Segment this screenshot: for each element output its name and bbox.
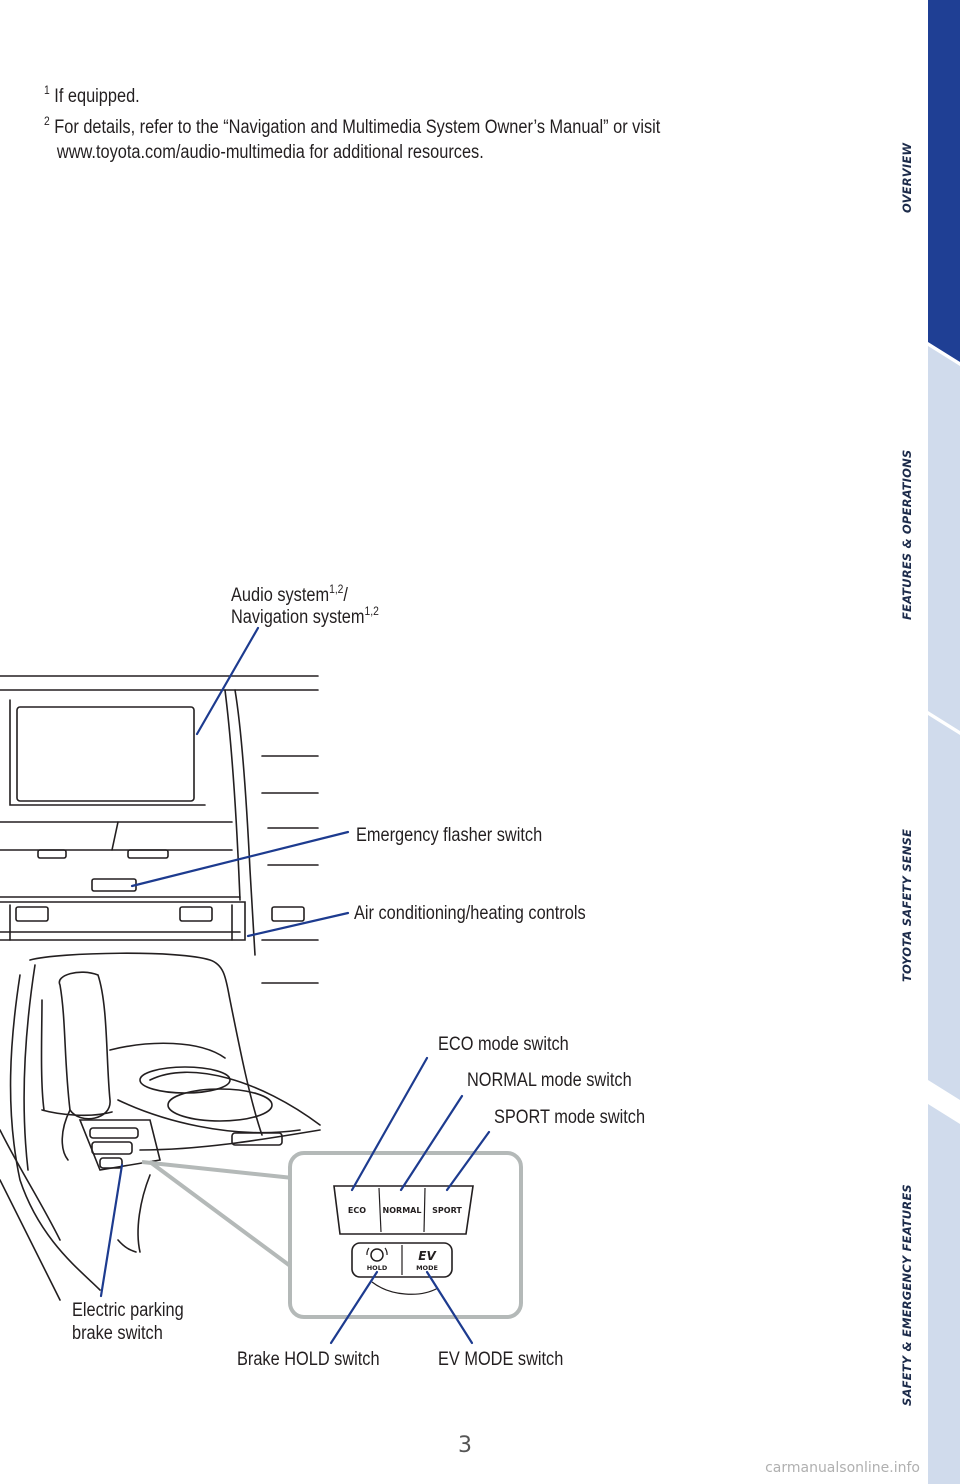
hold-button-label: HOLD — [367, 1264, 388, 1272]
callout-line-audio — [195, 626, 260, 736]
footnote-2: 2 For details, refer to the “Navigation … — [44, 114, 661, 163]
callout-emergency-flasher: Emergency flasher switch — [356, 825, 543, 846]
callout-line-brake-hold — [329, 1270, 379, 1345]
tab-overview-bg[interactable] — [928, 0, 960, 362]
switch-inset — [141, 1151, 523, 1319]
callout-air-conditioning: Air conditioning/heating controls — [354, 903, 586, 924]
eco-button-label: ECO — [348, 1206, 366, 1215]
ev-button-label: EV — [418, 1249, 437, 1263]
section-tabs: OVERVIEW FEATURES & OPERATIONS TOYOTA SA… — [900, 0, 960, 1484]
tab-safety-sense-bg[interactable] — [928, 715, 960, 1100]
callout-line-emergency-flasher — [130, 830, 350, 888]
tab-emergency-bg[interactable] — [928, 1104, 960, 1484]
page-number: 3 — [458, 1433, 472, 1458]
section-tabs-shape — [928, 0, 960, 1484]
callout-line-ev-mode — [425, 1270, 474, 1345]
callout-line-normal — [399, 1094, 464, 1192]
mode-button-label: MODE — [416, 1264, 438, 1272]
callout-navigation-system: Navigation system1,2 — [231, 604, 379, 628]
tab-features-bg[interactable] — [928, 346, 960, 731]
callout-line-parking-brake — [99, 1163, 124, 1298]
console-linework — [0, 675, 321, 1301]
callout-sport-mode: SPORT mode switch — [494, 1107, 646, 1128]
callout-brake-hold: Brake HOLD switch — [237, 1349, 380, 1370]
callout-lines — [99, 626, 491, 1345]
center-console-illustration: ECO NORMAL SPORT HOLD EV MODE — [0, 626, 523, 1345]
footnote-1: 1 If equipped. — [44, 83, 140, 107]
callout-audio-system: Audio system1,2/ — [231, 582, 348, 606]
watermark: carmanualsonline.info — [765, 1460, 920, 1476]
callout-line-eco — [350, 1056, 429, 1192]
sport-button-label: SPORT — [432, 1206, 462, 1215]
callout-parking-brake-line2: brake switch — [72, 1323, 163, 1344]
callout-parking-brake-line1: Electric parking — [72, 1300, 184, 1321]
normal-button-label: NORMAL — [383, 1206, 422, 1215]
callout-line-air-conditioning — [246, 911, 350, 938]
callout-line-sport — [445, 1130, 491, 1192]
callout-ev-mode: EV MODE switch — [438, 1349, 564, 1370]
callout-eco-mode: ECO mode switch — [438, 1034, 569, 1055]
footnotes: 1 If equipped. 2 For details, refer to t… — [44, 78, 732, 165]
callout-normal-mode: NORMAL mode switch — [467, 1070, 632, 1091]
